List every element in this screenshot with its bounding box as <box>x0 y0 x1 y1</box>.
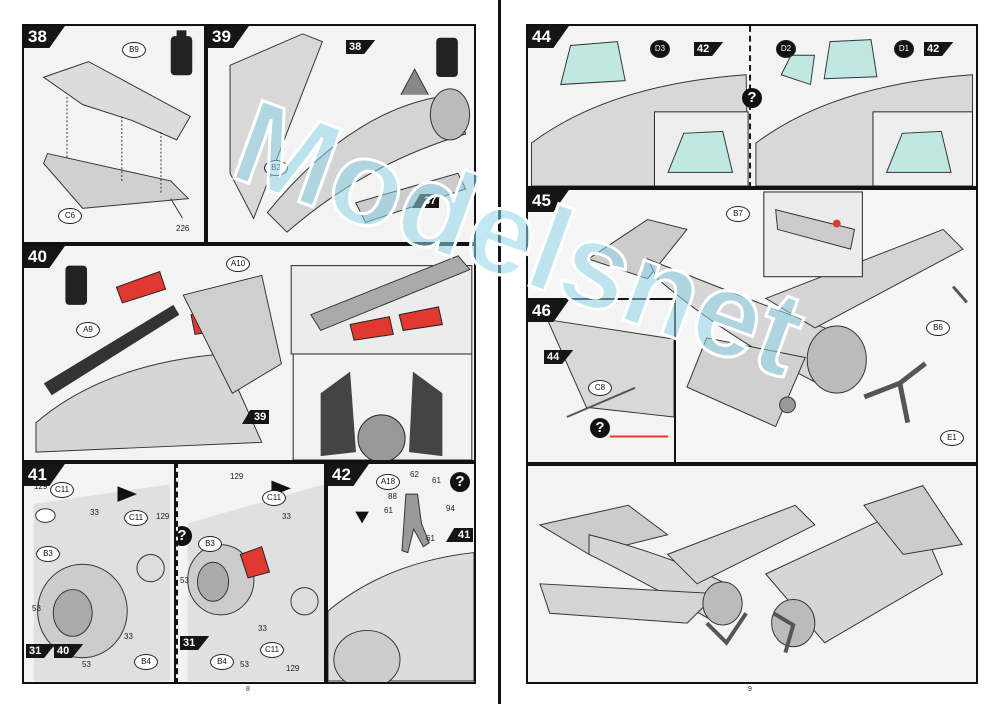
ref-step-39: 39 <box>242 410 270 424</box>
wing-fold-hinge-illustration <box>35 255 473 460</box>
propeller-installation-illustration <box>587 191 968 428</box>
question-icon: ? <box>742 88 762 108</box>
page-number: 9 <box>748 686 752 693</box>
left-page: 38 B9 C6 226 39 38 37 <box>0 0 498 704</box>
aircraft-topview-icon <box>117 486 137 502</box>
pilot-seat-icon <box>436 37 458 78</box>
part-number: 129 <box>156 512 170 521</box>
finished-model-panel <box>526 464 978 684</box>
canopy-installation-illustration <box>531 26 973 186</box>
step-41-panel: 41 31 40 129 C11 33 C11 129 B3 53 33 B4 … <box>22 462 176 684</box>
step-40-panel: 40 39 A9 A10 <box>22 244 476 462</box>
part-number: 129 <box>286 664 300 673</box>
part-label: C11 <box>50 482 74 498</box>
part-label: B9 <box>122 42 146 58</box>
part-label: B3 <box>36 546 60 562</box>
part-label: C11 <box>124 510 148 526</box>
part-number: 53 <box>32 604 41 613</box>
part-number: 61 <box>432 476 441 485</box>
part-number: 61 <box>426 534 435 543</box>
step-38-number: 38 <box>24 26 65 48</box>
finished-aircraft-illustration <box>538 485 963 654</box>
part-label: B2 <box>264 160 288 176</box>
page-spine <box>498 0 501 704</box>
part-label: A10 <box>226 256 250 272</box>
part-number: 226 <box>176 224 190 233</box>
ref-step-41: 41 <box>446 528 474 542</box>
question-icon: ? <box>178 526 192 546</box>
part-number: 53 <box>180 576 189 585</box>
step-41-detail-panel: 31 ? 129 C11 33 B3 53 33 C11 129 B4 53 <box>176 462 326 684</box>
part-number: 88 <box>388 492 397 501</box>
step-44-panel: 44 42 42 ? D3 D2 D1 <box>526 24 978 188</box>
page-number: 8 <box>246 686 250 693</box>
part-label: A18 <box>376 474 400 490</box>
part-number: 62 <box>410 470 419 479</box>
part-label: E1 <box>940 430 964 446</box>
part-number: 53 <box>240 660 249 669</box>
part-label: D1 <box>894 40 914 58</box>
part-number: 61 <box>384 506 393 515</box>
pilot-seat-icon <box>170 30 193 76</box>
step-42-panel: 42 41 ? A18 62 61 88 61 94 61 <box>326 462 476 684</box>
part-number: 33 <box>258 624 267 633</box>
step-38-panel: 38 B9 C6 226 <box>22 24 206 244</box>
right-page: 44 42 42 ? D3 D2 D1 45 <box>502 0 1000 704</box>
part-number: 129 <box>34 482 48 491</box>
part-label: C11 <box>260 642 284 658</box>
antenna-mast-illustration <box>546 319 674 438</box>
pilot-seat-icon <box>65 265 88 305</box>
ref-step-37: 37 <box>412 194 440 208</box>
part-label: B4 <box>134 654 158 670</box>
paint-triangle-icon <box>355 511 369 524</box>
step-46-panel: 46 44 43 ? C8 <box>526 298 676 464</box>
wing-assembly-illustration <box>42 30 193 219</box>
part-label: C11 <box>262 490 286 506</box>
part-number: 33 <box>124 632 133 641</box>
cowling-engine-illustration <box>33 484 171 682</box>
part-number: 33 <box>90 508 99 517</box>
part-label: D3 <box>650 40 670 58</box>
part-label: B4 <box>210 654 234 670</box>
part-number: 129 <box>230 472 244 481</box>
part-label: C8 <box>588 380 612 396</box>
part-label: B7 <box>726 206 750 222</box>
fuselage-wing-fold-illustration <box>229 33 471 233</box>
part-label: B6 <box>926 320 950 336</box>
part-label: D2 <box>776 40 796 58</box>
question-icon: ? <box>590 418 610 438</box>
step-39-panel: 39 38 37 B2 <box>206 24 476 244</box>
part-label: C6 <box>58 208 82 224</box>
cowling-flaps-illustration <box>187 480 324 682</box>
pilot-figure-illustration <box>328 493 474 682</box>
part-number: 33 <box>282 512 291 521</box>
part-label: B3 <box>198 536 222 552</box>
part-number: 94 <box>446 504 455 513</box>
part-label: A9 <box>76 322 100 338</box>
question-icon: ? <box>450 472 470 492</box>
part-number: 53 <box>82 660 91 669</box>
